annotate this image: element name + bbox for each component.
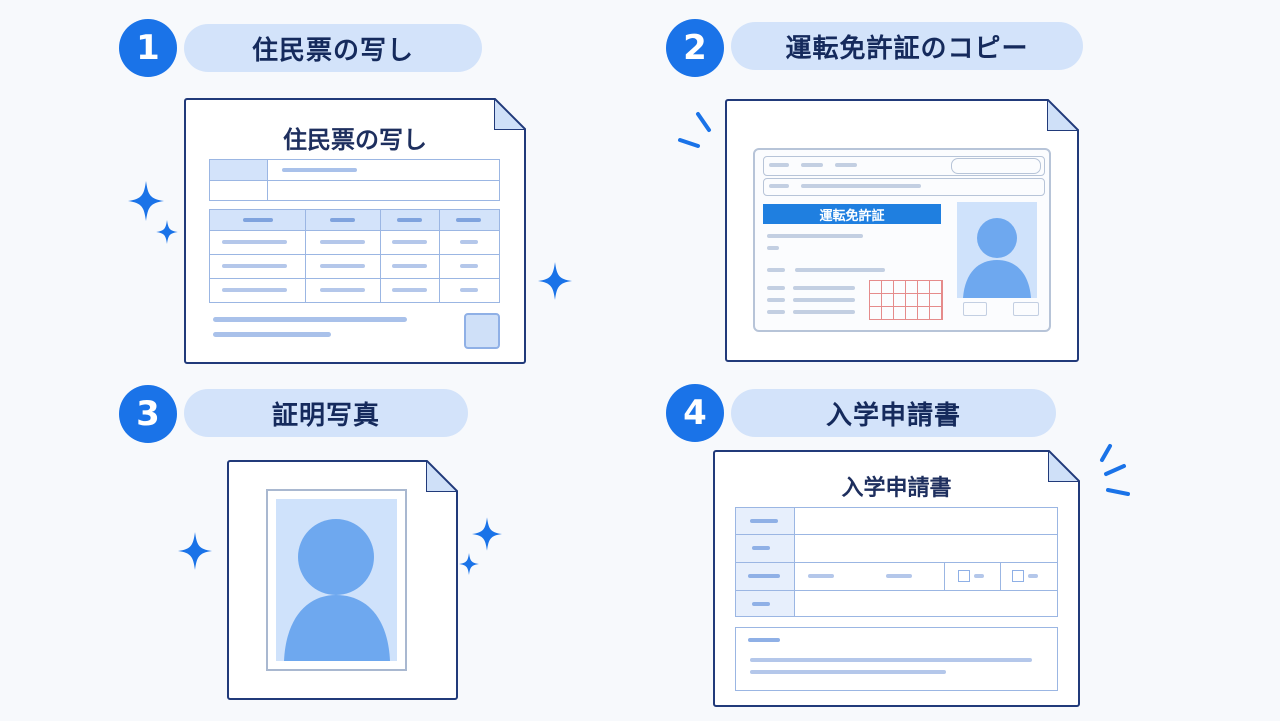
- step-3-number-badge: 3: [119, 385, 177, 443]
- step-label: 運転免許証のコピー: [785, 33, 1029, 64]
- id-photo-document: [227, 460, 458, 700]
- step-2-label-pill: 運転免許証のコピー: [731, 22, 1083, 70]
- step-1-number-badge: 1: [119, 19, 177, 77]
- step-3-label-pill: 証明写真: [184, 389, 468, 437]
- admission-application-document: 入学申請書: [713, 450, 1080, 707]
- data-table: [209, 209, 500, 303]
- step-number: 2: [683, 28, 707, 68]
- license-title-bar: 運転免許証: [763, 204, 941, 224]
- doc-title: 入学申請書: [841, 476, 952, 501]
- step-4-number-badge: 4: [666, 384, 724, 442]
- sparkle-icon: [472, 517, 502, 551]
- id-photo: [266, 489, 407, 671]
- step-number: 3: [136, 394, 160, 434]
- doc-title: 住民票の写し: [283, 126, 427, 154]
- license-photo: [957, 202, 1037, 298]
- seal-box: [464, 313, 500, 349]
- sparkle-icon: [156, 220, 178, 244]
- residence-certificate-document: 住民票の写し: [184, 98, 526, 364]
- application-form-table: [735, 507, 1058, 617]
- header-table: [209, 159, 500, 201]
- step-4-label-pill: 入学申請書: [731, 389, 1056, 437]
- folded-corner-icon: [494, 98, 526, 130]
- folded-corner-icon: [1048, 450, 1080, 482]
- sparkle-icon: [459, 553, 479, 575]
- person-silhouette-icon: [963, 218, 1031, 298]
- drivers-license-copy-document: 運転免許証: [725, 99, 1079, 362]
- folded-corner-icon: [426, 460, 458, 492]
- notes-box: [735, 627, 1058, 691]
- step-label: 入学申請書: [825, 400, 961, 431]
- step-number: 4: [683, 393, 707, 433]
- license-category-grid: [869, 280, 943, 320]
- sparkle-icon: [128, 181, 164, 221]
- folded-corner-icon: [1047, 99, 1079, 131]
- license-card: 運転免許証: [753, 148, 1051, 332]
- step-label: 証明写真: [271, 400, 380, 431]
- sparkle-icon: [538, 262, 572, 300]
- burst-lines-icon: [678, 112, 711, 148]
- step-label: 住民票の写し: [251, 35, 414, 66]
- step-number: 1: [136, 28, 160, 68]
- license-title: 運転免許証: [819, 208, 885, 224]
- burst-lines-icon: [1100, 444, 1130, 496]
- step-1-label-pill: 住民票の写し: [184, 24, 482, 72]
- step-2-number-badge: 2: [666, 19, 724, 77]
- sparkle-icon: [178, 532, 212, 570]
- person-silhouette-icon: [284, 519, 390, 661]
